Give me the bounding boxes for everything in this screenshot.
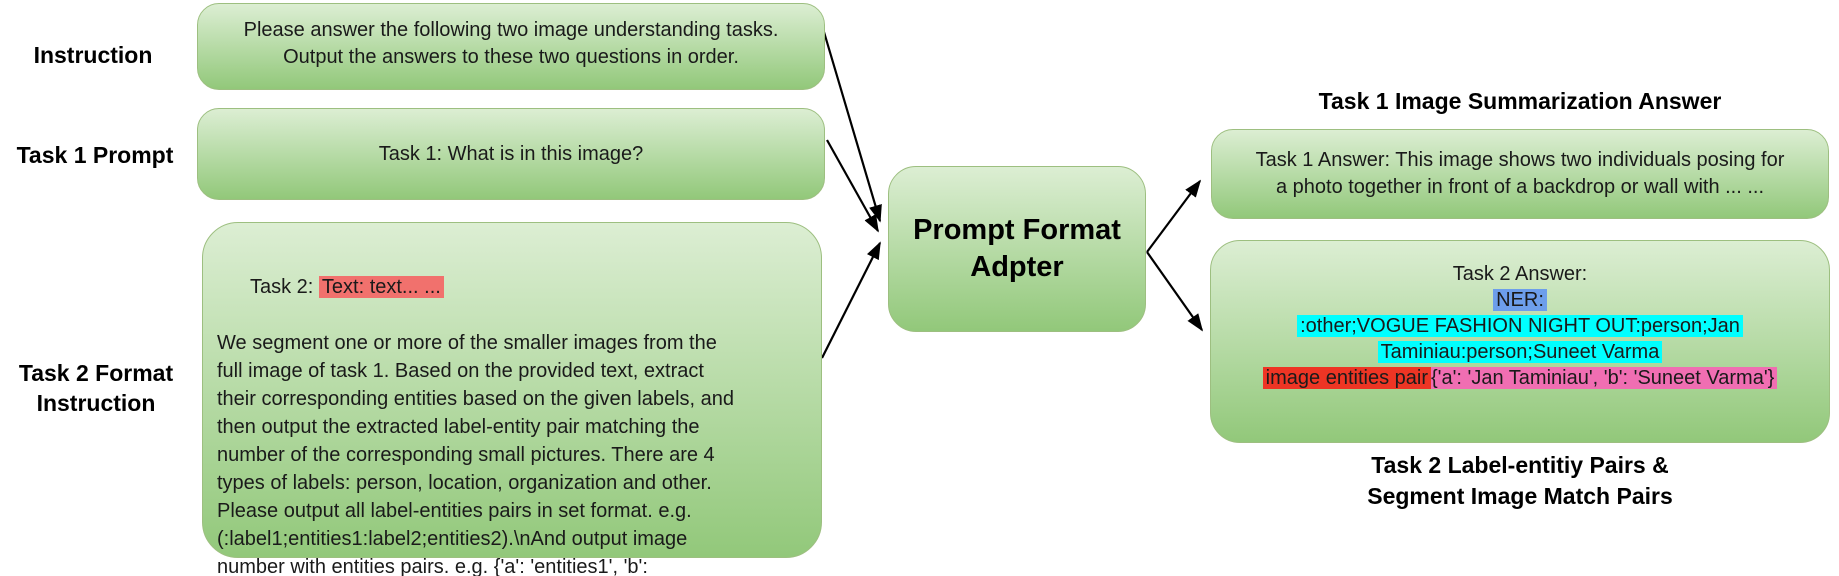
task2-answer-pair-line: image entities pair{'a': 'Jan Taminiau',… [1211, 365, 1829, 391]
task2-body-line: their corresponding entities based on th… [217, 388, 735, 410]
task1-prompt-box: Task 1: What is in this image? [197, 108, 825, 200]
task2-answer-title: Task 2 Answer: [1452, 263, 1588, 285]
instruction-box-line2: Output the answers to these two question… [283, 46, 739, 68]
task2-body-line: number with entities pairs. e.g. {'a': '… [217, 556, 648, 576]
prompt-format-adapter-box: Prompt Format Adpter [888, 166, 1146, 332]
pair-value-highlight: {'a': 'Jan Taminiau', 'b': 'Suneet Varma… [1430, 367, 1778, 389]
task1-answer-line1: Task 1 Answer: This image shows two indi… [1255, 149, 1785, 171]
task2-body-first-line: Task 2: Text: text... ... [217, 245, 809, 329]
task2-body-line: Please output all label-entities pairs i… [217, 500, 692, 522]
adapter-title-line1: Prompt Format [913, 214, 1121, 246]
instruction-label: Instruction [33, 42, 153, 68]
task2-answer-heading-line1: Task 2 Label-entitiy Pairs & [1371, 452, 1669, 478]
task1-prompt-text: Task 1: What is in this image? [378, 142, 644, 165]
instruction-box: Please answer the following two image un… [197, 3, 825, 90]
arrow-instruction-to-adapter [822, 31, 882, 223]
task2-format-label: Task 2 Format Instruction [0, 358, 192, 418]
ner-entities-highlight-2: Taminiau:person;Suneet Varma [1377, 341, 1663, 363]
task2-body-line: then output the extracted label-entity p… [217, 416, 700, 438]
task2-body-line: types of labels: person, location, organ… [217, 472, 712, 494]
task2-body-lines: We segment one or more of the smaller im… [217, 329, 809, 576]
task2-answer-heading-line2: Segment Image Match Pairs [1367, 483, 1673, 509]
ner-entities-highlight-1: :other;VOGUE FASHION NIGHT OUT:person;Ja… [1297, 315, 1743, 337]
task2-prefix: Task 2: [249, 276, 319, 298]
task1-answer-line2: a photo together in front of a backdrop … [1275, 176, 1765, 198]
task2-answer-ner-line: NER: [1211, 287, 1829, 313]
task1-answer-heading: Task 1 Image Summarization Answer [1318, 88, 1722, 114]
task2-body-line: full image of task 1. Based on the provi… [217, 360, 704, 382]
ner-label-highlight: NER: [1493, 289, 1547, 311]
task1-answer-box: Task 1 Answer: This image shows two indi… [1211, 129, 1829, 219]
task2-format-box: Task 2: Text: text... ... We segment one… [202, 222, 822, 576]
task2-format-label-line2: Instruction [36, 390, 156, 416]
task2-format-label-line1: Task 2 Format [18, 360, 174, 386]
task2-answer-entities-line2: Taminiau:person;Suneet Varma [1211, 339, 1829, 365]
task2-answer-box: Task 2 Answer: NER: :other;VOGUE FASHION… [1210, 240, 1830, 443]
image-entities-pair-highlight: image entities pair [1262, 367, 1431, 389]
arrow-adapter-to-task1answer [1146, 179, 1202, 253]
arrow-task2format-to-adapter [821, 241, 881, 359]
task2-body-line: (:label1;entities1:label2;entities2).\nA… [217, 528, 688, 550]
instruction-box-line1: Please answer the following two image un… [243, 19, 779, 41]
task2-text-highlight: Text: text... ... [318, 276, 444, 298]
task1-prompt-label: Task 1 Prompt [16, 142, 174, 168]
arrow-task1prompt-to-adapter [826, 139, 879, 233]
arrow-adapter-to-task2answer [1146, 251, 1204, 332]
task2-answer-entities-line1: :other;VOGUE FASHION NIGHT OUT:person;Ja… [1211, 313, 1829, 339]
task2-body-line: We segment one or more of the smaller im… [217, 332, 717, 354]
task2-answer-heading: Task 2 Label-entitiy Pairs & Segment Ima… [1210, 450, 1830, 512]
adapter-title-line2: Adpter [970, 251, 1064, 283]
task2-body-line: number of the corresponding small pictur… [217, 444, 715, 466]
